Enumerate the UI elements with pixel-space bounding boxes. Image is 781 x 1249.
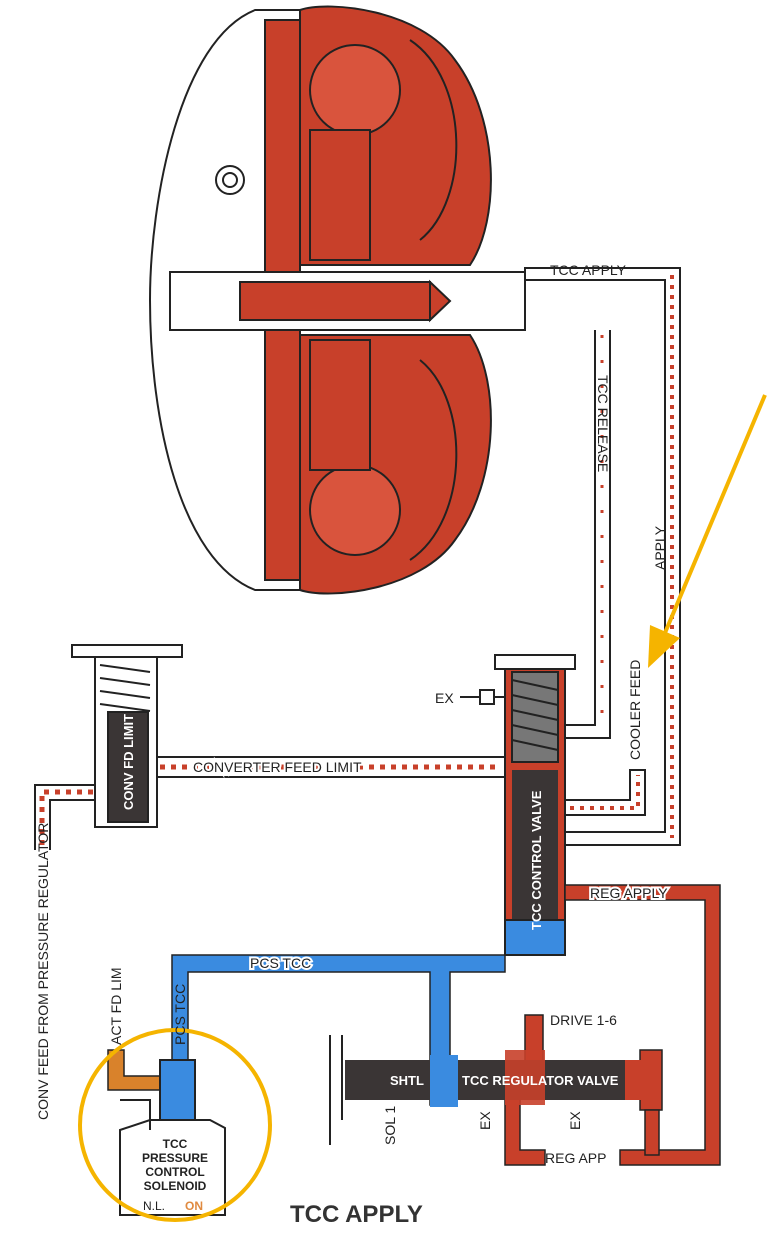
label-tcc-release: TCC RELEASE: [595, 375, 611, 472]
tcc-regulator-valve: [329, 1035, 660, 1145]
label-shtl: SHTL: [390, 1073, 424, 1088]
solenoid-line4: SOLENOID: [144, 1179, 207, 1193]
label-drive-1-6: DRIVE 1-6: [550, 1012, 617, 1028]
label-tcc-control-valve: TCC CONTROL VALVE: [529, 790, 544, 930]
label-apply: APPLY: [652, 525, 668, 570]
highlight-circle: [78, 1028, 272, 1222]
conv-fd-limit-valve: [71, 644, 183, 828]
label-conv-fd-limit: CONV FD LIMIT: [121, 714, 136, 810]
diagram-title: TCC APPLY: [290, 1201, 423, 1228]
label-reg-app: REG APP: [545, 1150, 606, 1166]
label-ex-1: EX: [477, 1111, 493, 1130]
label-act-fd-lim: ACT FD LIM: [108, 967, 124, 1045]
solenoid-line3: CONTROL: [145, 1165, 204, 1179]
label-conv-feed-from-pressure-regulator: CONV FEED FROM PRESSURE REGULATOR: [35, 823, 51, 1120]
torque-converter: [148, 5, 526, 595]
label-tcc-regulator-valve: TCC REGULATOR VALVE: [462, 1073, 619, 1088]
label-cooler-feed: COOLER FEED: [627, 660, 643, 760]
label-tcc-apply: TCC APPLY: [550, 262, 627, 278]
solenoid-line1: TCC: [163, 1137, 188, 1151]
tcc-control-valve: [494, 654, 576, 956]
ex-port: [460, 689, 505, 705]
solenoid-type: N.L.: [143, 1199, 165, 1213]
label-sol-1: SOL 1: [382, 1106, 398, 1145]
label-reg-apply: REG APPLY: [590, 885, 668, 901]
label-converter-feed-limit: CONVERTER FEED LIMIT: [193, 759, 362, 775]
highlight-arrow-icon: [648, 394, 767, 668]
label-ex-top: EX: [435, 690, 454, 706]
label-pcs-tcc-h: PCS TCC: [250, 955, 311, 971]
cooler-feed-passage: [564, 769, 646, 816]
conv-feed-passage: [34, 784, 96, 850]
label-ex-2: EX: [567, 1111, 583, 1130]
solenoid-line2: PRESSURE: [142, 1151, 208, 1165]
tcc-pressure-control-solenoid: [119, 1059, 226, 1216]
solenoid-state: ON: [185, 1199, 203, 1213]
label-pcs-tcc-v: PCS TCC: [172, 984, 188, 1045]
